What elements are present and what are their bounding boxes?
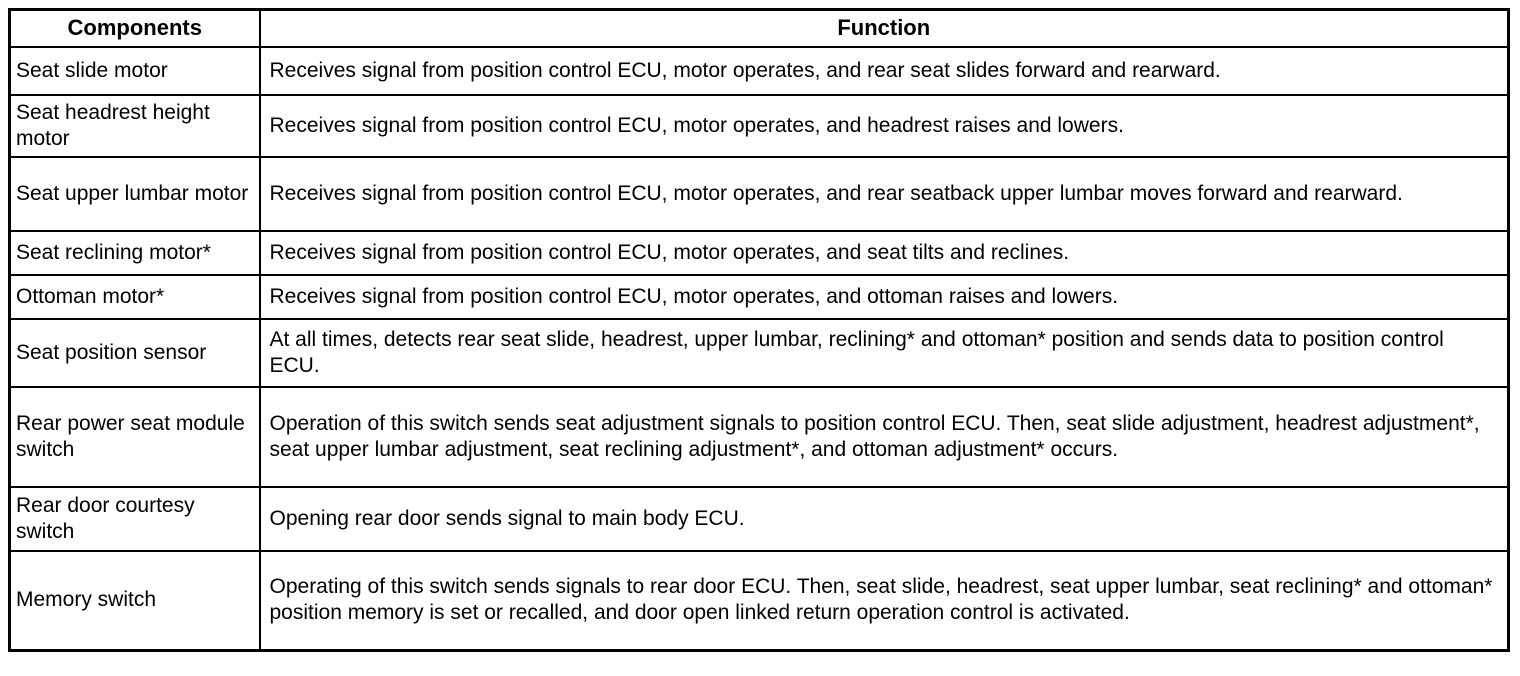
table-row: Seat reclining motor* Receives signal fr… xyxy=(8,229,1510,276)
component-cell: Rear door courtesy switch xyxy=(8,485,261,552)
table-header-row: Components Function xyxy=(8,8,1510,48)
components-header: Components xyxy=(8,8,261,48)
components-function-table: Components Function Seat slide motor Rec… xyxy=(8,8,1510,652)
function-cell: Receives signal from position control EC… xyxy=(258,155,1510,232)
table-row: Seat upper lumbar motor Receives signal … xyxy=(8,155,1510,232)
component-cell: Seat reclining motor* xyxy=(8,229,261,276)
component-cell: Rear power seat module switch xyxy=(8,385,261,488)
function-cell: Receives signal from position control EC… xyxy=(258,45,1510,96)
document-page: Components Function Seat slide motor Rec… xyxy=(8,8,1510,652)
table-row: Seat slide motor Receives signal from po… xyxy=(8,45,1510,96)
table-row: Memory switch Operating of this switch s… xyxy=(8,549,1510,652)
function-cell: At all times, detects rear seat slide, h… xyxy=(258,317,1510,388)
table-row: Seat headrest height motor Receives sign… xyxy=(8,93,1510,158)
component-cell: Ottoman motor* xyxy=(8,273,261,320)
component-cell: Seat upper lumbar motor xyxy=(8,155,261,232)
function-cell: Opening rear door sends signal to main b… xyxy=(258,485,1510,552)
component-cell: Seat slide motor xyxy=(8,45,261,96)
function-header: Function xyxy=(258,8,1510,48)
function-cell: Operating of this switch sends signals t… xyxy=(258,549,1510,652)
component-cell: Seat headrest height motor xyxy=(8,93,261,158)
table-row: Rear power seat module switch Operation … xyxy=(8,385,1510,488)
component-cell: Memory switch xyxy=(8,549,261,652)
function-cell: Receives signal from position control EC… xyxy=(258,229,1510,276)
component-cell: Seat position sensor xyxy=(8,317,261,388)
function-cell: Receives signal from position control EC… xyxy=(258,273,1510,320)
function-cell: Receives signal from position control EC… xyxy=(258,93,1510,158)
function-cell: Operation of this switch sends seat adju… xyxy=(258,385,1510,488)
table-row: Ottoman motor* Receives signal from posi… xyxy=(8,273,1510,320)
table-row: Seat position sensor At all times, detec… xyxy=(8,317,1510,388)
table-row: Rear door courtesy switch Opening rear d… xyxy=(8,485,1510,552)
